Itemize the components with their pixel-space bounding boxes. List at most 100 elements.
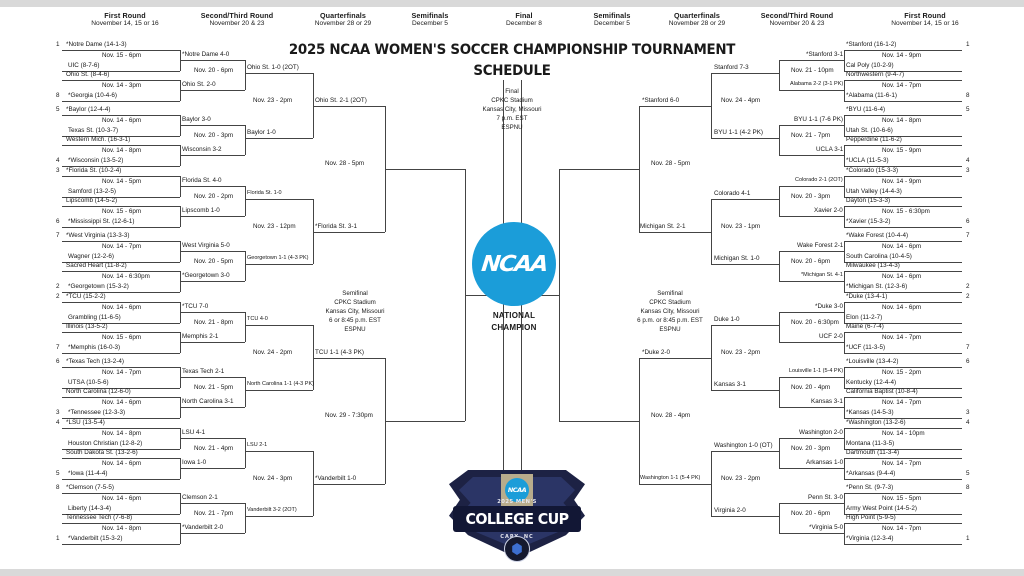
bracket-line [844, 145, 962, 146]
bracket-line [62, 428, 180, 429]
quarterfinal-result: *Vanderbilt 1-0 [315, 474, 357, 482]
first-round-team: Utah Valley (14-4-3) [846, 188, 902, 195]
header-right-second-third-round: Second/Third Round November 20 & 23 [712, 11, 882, 28]
bracket-line [245, 390, 313, 391]
second-round-result: Lipscomb 1-0 [182, 207, 220, 214]
seed-number: 3 [56, 409, 60, 416]
bracket-line [844, 271, 962, 272]
first-round-team: Lipscomb (14-5-2) [66, 197, 118, 204]
bracket-line [844, 418, 962, 419]
header-left-quarterfinals: Quarterfinals November 28 or 29 [268, 11, 418, 28]
bracket-line [245, 251, 246, 281]
third-round-result: Kansas 3-1 [714, 381, 746, 388]
bracket-line [844, 80, 962, 81]
college-cup-logo-icon: NCAA 2025 MEN'S COLLEGE CUP CARY, NC [443, 466, 591, 562]
bracket-line [62, 397, 180, 398]
second-round-result: West Virginia 5-0 [182, 242, 230, 249]
header-date: November 20 & 23 [769, 20, 825, 28]
bracket-line [62, 292, 180, 293]
first-round-team: *Washington (13-2-6) [846, 419, 906, 426]
bracket-line [639, 105, 711, 107]
seed-number: 7 [966, 344, 970, 351]
second-round-result: Xavier 2-0 [814, 207, 843, 214]
bracket-line [844, 332, 962, 333]
bracket-line [245, 60, 246, 90]
quarterfinal-result: Washington 1-1 (5-4 PK) [640, 474, 701, 481]
first-round-date: Nov. 14 - 8pm [882, 116, 922, 124]
bracket-line [844, 523, 845, 544]
cup-ncaa-text: NCAA [507, 486, 527, 494]
bracket-line [779, 155, 844, 156]
semifinal-left-info: Semifinal CPKC Stadium Kansas City, Miss… [290, 290, 420, 335]
first-round-team: Northwestern (9-4-7) [846, 71, 905, 78]
first-round-team: *Wake Forest (10-4-4) [846, 232, 909, 239]
bracket-line [62, 50, 180, 51]
bracket-line [779, 125, 844, 126]
seed-number: 7 [56, 344, 60, 351]
bracket-line [711, 73, 779, 74]
second-round-result: *Vanderbilt 2-0 [182, 524, 224, 531]
bracket-line [844, 136, 962, 137]
second-round-date: Nov. 20 - 3pm [791, 192, 831, 200]
first-round-team: *Memphis (16-0-3) [68, 344, 121, 351]
first-round-date: Nov. 14 - 8pm [102, 524, 142, 532]
bracket-line [245, 264, 313, 265]
first-round-team: South Dakota St. (13-2-6) [66, 449, 138, 456]
first-round-team: *Virginia (12-3-4) [846, 535, 894, 542]
bracket-line [844, 367, 845, 388]
bracket-line [844, 367, 962, 368]
first-round-team: *Colorado (15-3-3) [846, 167, 899, 174]
bracket-line [62, 262, 180, 263]
second-round-date: Nov. 21 - 7pm [791, 131, 831, 139]
first-round-team: *Wisconsin (13-5-2) [68, 157, 124, 164]
bracket-line [62, 544, 180, 545]
bracket-line [844, 115, 845, 136]
bracket-line [844, 292, 962, 293]
first-round-team: *Georgia (10-4-6) [68, 92, 117, 99]
third-round-result: Stanford 7-3 [714, 64, 749, 71]
first-round-team: Samford (13-2-5) [68, 188, 116, 195]
seed-number: 7 [56, 232, 60, 239]
quarterfinal-result: TCU 1-1 (4-3 PK) [315, 348, 364, 356]
seed-number: 3 [966, 409, 970, 416]
second-round-result: Penn St. 3-0 [808, 494, 844, 501]
header-left-second-third-round: Second/Third Round November 20 & 23 [152, 11, 322, 28]
first-round-team: *LSU (13-5-4) [66, 419, 105, 426]
bracket-line [711, 73, 712, 138]
second-round-date: Nov. 20 - 6:30pm [791, 318, 839, 326]
first-round-date: Nov. 15 - 6pm [102, 51, 142, 59]
second-round-result: *Georgetown 3-0 [182, 272, 230, 279]
second-round-result: *Michigan St. 4-1 [801, 272, 843, 278]
bracket-line [779, 407, 844, 408]
first-round-date: Nov. 15 - 6pm [102, 333, 142, 341]
bracket-line [62, 514, 180, 515]
header-name: Quarterfinals [319, 11, 367, 20]
seed-number: 6 [56, 218, 60, 225]
seed-number: 3 [966, 167, 970, 174]
first-round-team: *Penn St. (9-7-3) [846, 484, 894, 491]
bracket-line [62, 136, 180, 137]
bracket-line [844, 514, 962, 515]
second-round-result: *Stanford 3-1 [806, 51, 844, 58]
header-date: December 5 [594, 20, 630, 28]
seed-number: 5 [56, 470, 60, 477]
first-round-date: Nov. 14 - 6pm [102, 116, 142, 124]
first-round-team: *Arkansas (9-4-4) [846, 470, 896, 477]
first-round-team: *TCU (15-2-2) [66, 293, 106, 300]
bracket-line [62, 166, 180, 167]
semifinal-network: ESPNU [659, 325, 681, 333]
bracket-line [711, 390, 779, 391]
bracket-line [245, 503, 246, 533]
second-round-date: Nov. 21 - 4pm [194, 444, 234, 452]
first-round-team: *Duke (13-4-1) [846, 293, 888, 300]
third-round-result: Washington 1-0 (OT) [714, 442, 773, 449]
bracket-line [180, 438, 245, 439]
first-round-date: Nov. 14 - 7pm [882, 459, 922, 467]
bracket-line [711, 264, 779, 265]
second-round-result: Ohio St. 2-0 [182, 81, 216, 88]
bracket-line [844, 302, 845, 323]
cup-ncaa-icon: NCAA [505, 478, 529, 502]
bracket-line [779, 468, 844, 469]
bracket-line [62, 227, 180, 228]
